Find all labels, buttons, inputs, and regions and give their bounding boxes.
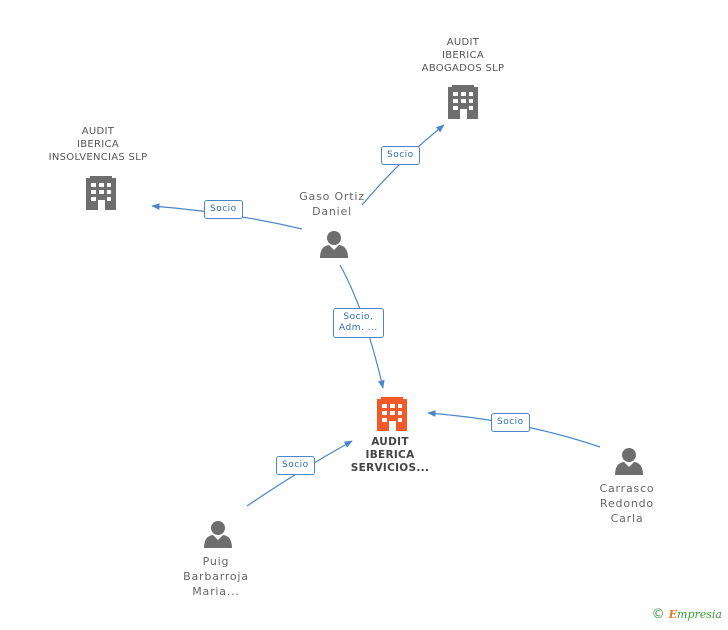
edge-label-text: Socio bbox=[210, 204, 237, 214]
edge-label-text: Adm. ... bbox=[339, 323, 378, 333]
person-icon bbox=[615, 448, 643, 475]
label-line: AUDIT bbox=[446, 37, 480, 48]
label-line: Puig bbox=[202, 555, 230, 568]
edge-label-puig-servicios: Socio bbox=[276, 456, 315, 475]
label-line: IBERICA bbox=[442, 50, 484, 61]
label-line: Gaso Ortiz bbox=[299, 190, 365, 203]
footer-brand[interactable]: ©Empresia bbox=[652, 607, 722, 622]
person-icon bbox=[320, 231, 348, 258]
edge-label-carrasco-servicios: Socio bbox=[491, 413, 530, 432]
brand-initial: E bbox=[668, 608, 678, 621]
label-line: INSOLVENCIAS SLP bbox=[48, 152, 148, 163]
edge-label-text: Socio bbox=[497, 417, 524, 427]
label-line: Maria... bbox=[192, 585, 240, 598]
company-label-servicios[interactable]: AUDIT IBERICA SERVICIOS... bbox=[335, 436, 445, 475]
label-line: AUDIT bbox=[371, 436, 409, 448]
copyright-symbol: © bbox=[651, 607, 665, 622]
label-line: ABOGADOS SLP bbox=[421, 63, 505, 74]
edge-label-text: Socio bbox=[387, 150, 414, 160]
edge-label-gaso-servicios: Socio, Adm. ... bbox=[333, 308, 384, 338]
label-line: IBERICA bbox=[365, 449, 415, 461]
edge-label-text: Socio bbox=[282, 460, 309, 470]
edge-label-text: Socio, bbox=[343, 312, 374, 322]
person-label-gaso[interactable]: Gaso Ortiz Daniel bbox=[282, 189, 382, 219]
company-label-abogados[interactable]: AUDIT IBERICA ABOGADOS SLP bbox=[403, 36, 523, 75]
brand-name: mpresia bbox=[677, 608, 722, 621]
edge-label-gaso-abogados: Socio bbox=[381, 146, 420, 165]
label-line: SERVICIOS... bbox=[350, 462, 430, 474]
company-label-insolvencias[interactable]: AUDIT IBERICA INSOLVENCIAS SLP bbox=[38, 125, 158, 164]
label-line: Redondo bbox=[600, 497, 654, 510]
label-line: Carrasco bbox=[599, 482, 655, 495]
person-label-puig[interactable]: Puig Barbarroja Maria... bbox=[166, 554, 266, 599]
person-icon bbox=[204, 521, 232, 548]
person-label-carrasco[interactable]: Carrasco Redondo Carla bbox=[577, 481, 677, 526]
label-line: IBERICA bbox=[77, 139, 119, 150]
building-icon bbox=[86, 176, 116, 210]
label-line: AUDIT bbox=[81, 126, 115, 137]
label-line: Carla bbox=[610, 512, 644, 525]
brand-logo: Empresia bbox=[669, 608, 722, 621]
label-line: Barbarroja bbox=[183, 570, 249, 583]
label-line: Daniel bbox=[312, 205, 352, 218]
edge-label-gaso-insolvencias: Socio bbox=[204, 200, 243, 219]
building-icon bbox=[448, 85, 478, 119]
main-company-building-icon bbox=[377, 397, 407, 431]
